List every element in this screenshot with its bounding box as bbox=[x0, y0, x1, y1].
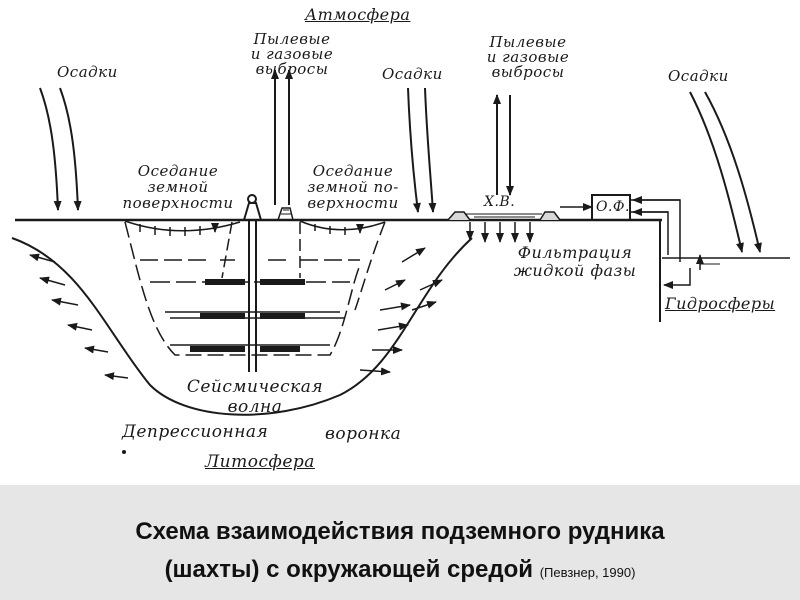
seismic-line-2: волна bbox=[227, 397, 283, 417]
precipitation-label-right: Осадки bbox=[668, 67, 729, 85]
tailings-label: Х.В. bbox=[484, 194, 516, 210]
caption-line-2-text: (шахты) с окружающей средой bbox=[164, 556, 534, 583]
subsidence-2-line-1: Оседание bbox=[312, 162, 394, 180]
lithosphere-label: Литосфера bbox=[205, 452, 315, 472]
subsidence-1-line-1: Оседание bbox=[137, 162, 219, 180]
precipitation-arrows-mid bbox=[407, 87, 437, 213]
emission-arrows-2 bbox=[493, 94, 514, 196]
depression-cone-inner bbox=[124, 221, 361, 356]
subsidence-trough-2 bbox=[299, 220, 386, 235]
seismic-arrows-left bbox=[29, 253, 129, 381]
precipitation-label-left: Осадки bbox=[57, 63, 118, 81]
precipitation-arrows-right bbox=[689, 91, 762, 253]
emissions-2-line-3: выбросы bbox=[491, 63, 565, 81]
treatment-pipes bbox=[560, 196, 691, 289]
subsidence-1-line-2: земной bbox=[147, 178, 209, 196]
subsidence-label-1: Оседание земной поверхности bbox=[108, 163, 248, 211]
emissions-1-line-3: выбросы bbox=[255, 60, 329, 78]
depression-cone-inner-right bbox=[354, 221, 386, 311]
atmosphere-label: Атмосфера bbox=[305, 5, 411, 24]
emissions-1-line-2: и газовые bbox=[250, 45, 334, 63]
subsidence-trough-1 bbox=[124, 220, 241, 236]
emissions-label-1: Пылевые и газовые выбросы bbox=[232, 32, 352, 77]
treatment-label: О.Ф. bbox=[596, 199, 630, 215]
emissions-label-2: Пылевые и газовые выбросы bbox=[468, 35, 588, 80]
emissions-2-line-1: Пылевые bbox=[489, 33, 567, 51]
seismic-line-1: Сейсмическая bbox=[186, 377, 324, 397]
depression-label-2: воронка bbox=[325, 424, 402, 444]
seismic-wave-label: Сейсмическая волна bbox=[170, 377, 340, 417]
filtration-arrows bbox=[466, 222, 534, 243]
shaft-connector-left bbox=[221, 221, 233, 279]
filtration-label: Фильтрация жидкой фазы bbox=[490, 244, 660, 280]
caption-line-1: Схема взаимодействия подземного рудника bbox=[135, 518, 665, 545]
filtration-line-1: Фильтрация bbox=[517, 243, 633, 262]
shaft-headframe bbox=[243, 194, 294, 221]
filtration-line-2: жидкой фазы bbox=[513, 261, 637, 280]
depression-label-1: Депрессионная bbox=[122, 422, 269, 442]
caption-citation: (Певзнер, 1990) bbox=[539, 565, 636, 580]
mine-levels bbox=[140, 259, 360, 352]
mine-interaction-diagram bbox=[11, 69, 790, 454]
precipitation-label-mid: Осадки bbox=[382, 65, 443, 83]
emission-arrows-1 bbox=[271, 69, 293, 205]
emissions-2-line-2: и газовые bbox=[486, 48, 570, 66]
tailings-pond bbox=[447, 211, 561, 221]
hydrosphere-label: Гидросферы bbox=[665, 294, 776, 313]
caption-line-2: (шахты) с окружающей средой (Певзнер, 19… bbox=[0, 556, 800, 584]
subsidence-2-line-2: земной по- bbox=[307, 178, 399, 196]
seismic-arrows-right bbox=[359, 247, 443, 376]
subsidence-label-2: Оседание земной по- верхности bbox=[288, 163, 418, 211]
subsidence-1-line-3: поверхности bbox=[122, 194, 234, 212]
caption-panel: Схема взаимодействия подземного рудника … bbox=[0, 485, 800, 600]
precipitation-arrows-left bbox=[39, 87, 82, 211]
emissions-1-line-1: Пылевые bbox=[253, 30, 331, 48]
subsidence-2-line-3: верхности bbox=[307, 194, 399, 212]
